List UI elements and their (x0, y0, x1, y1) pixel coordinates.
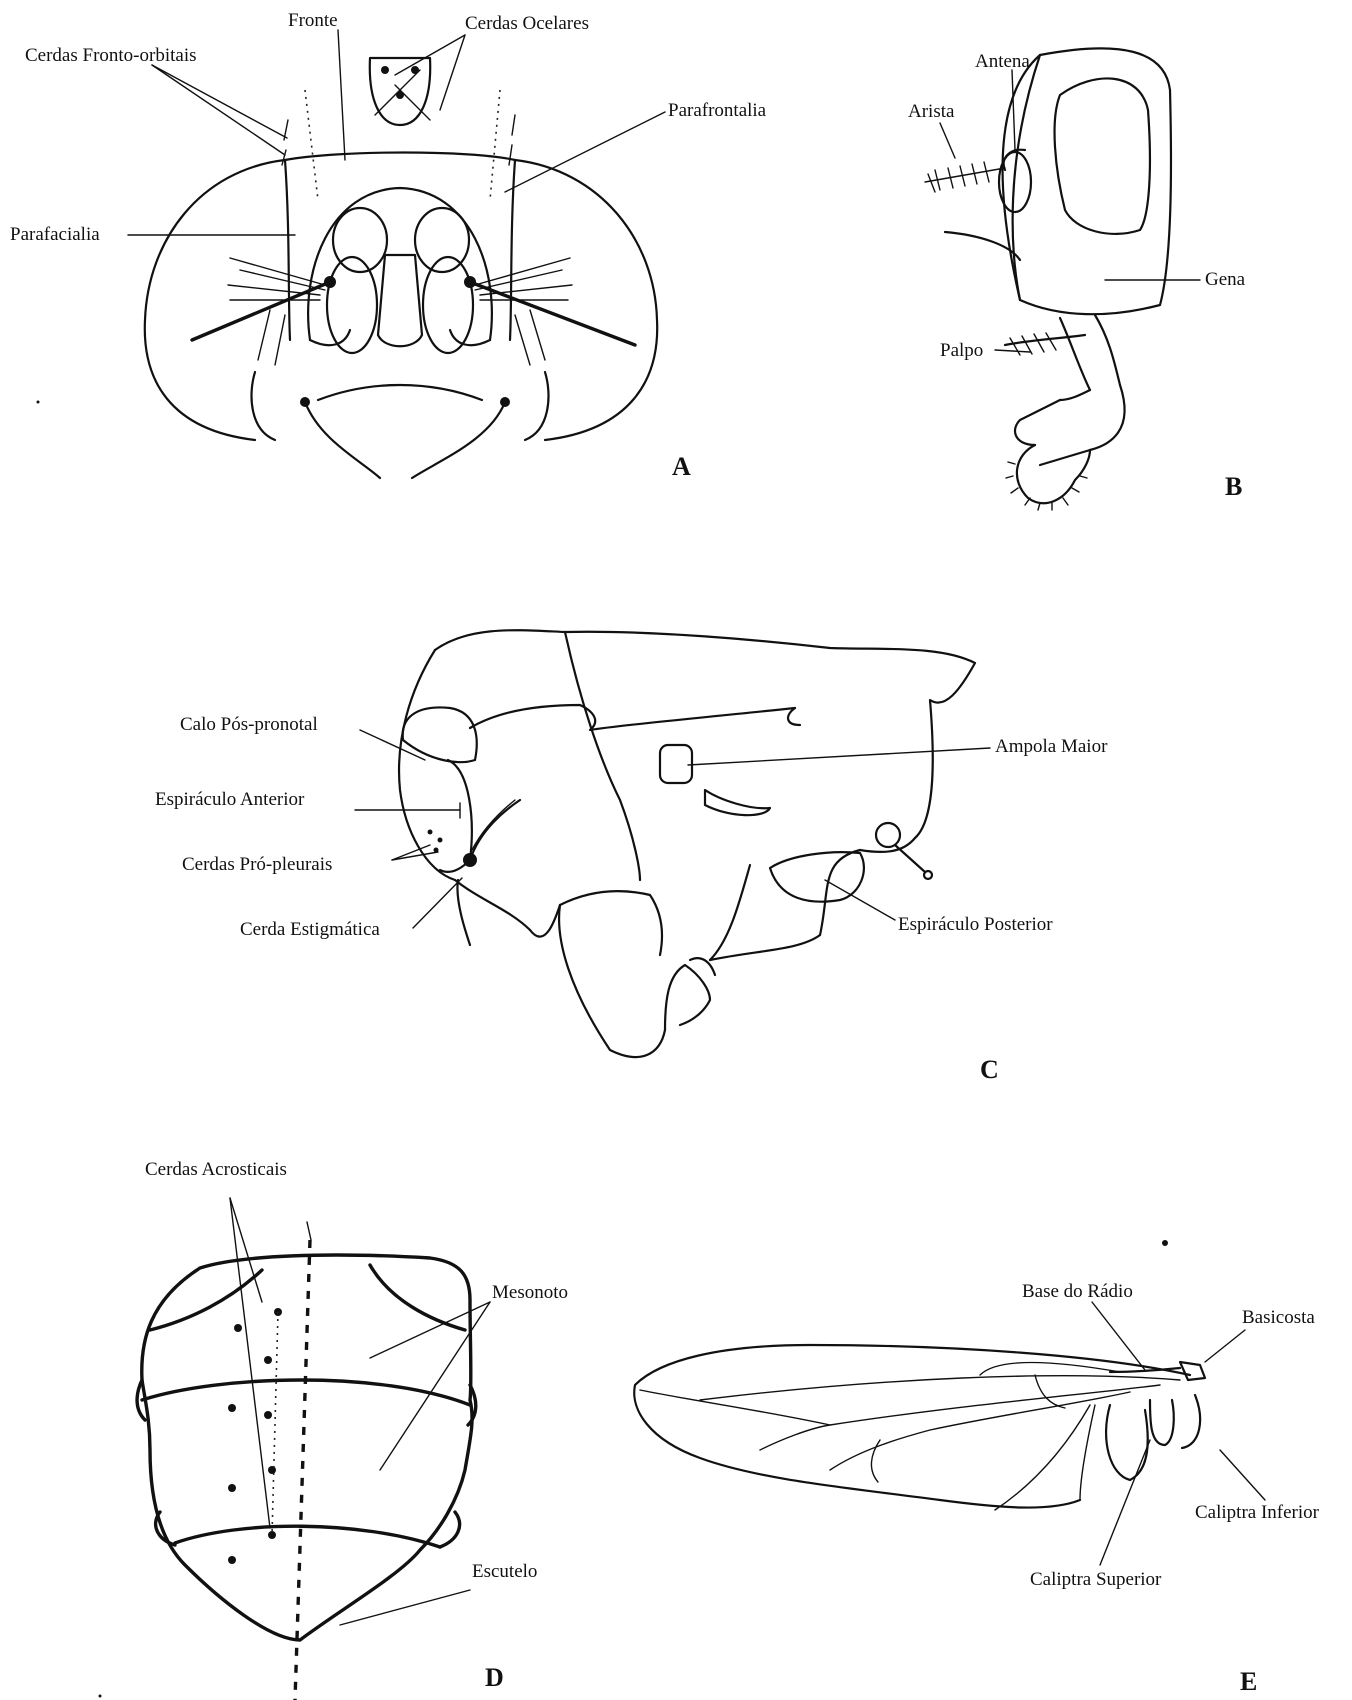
panel-letter-d: D (485, 1663, 504, 1692)
label-calo-pos-pronotal: Calo Pós-pronotal (180, 714, 318, 735)
panel-d-thorax-dorsal: Cerdas Acrosticais Mesonoto Escutelo D (137, 1159, 568, 1700)
label-parafrontalia: Parafrontalia (668, 100, 767, 121)
label-palpo: Palpo (940, 340, 983, 361)
label-gena: Gena (1205, 269, 1246, 290)
label-cerdas-pro-pleurais: Cerdas Pró-pleurais (182, 854, 332, 875)
label-cerda-estigmatica: Cerda Estigmática (240, 919, 380, 940)
label-antena: Antena (975, 51, 1030, 72)
panel-letter-c: C (980, 1055, 999, 1084)
label-cerdas-ocelares: Cerdas Ocelares (465, 13, 589, 34)
panel-letter-b: B (1225, 472, 1242, 501)
panel-b-head-lateral: Antena Arista Gena Palpo B (908, 48, 1246, 510)
speck (99, 1695, 102, 1698)
label-espiraculo-anterior: Espiráculo Anterior (155, 789, 305, 810)
label-base-do-radio: Base do Rádio (1022, 1281, 1133, 1302)
panel-e-wing: Base do Rádio Basicosta Caliptra Inferio… (634, 1240, 1319, 1696)
label-ampola-maior: Ampola Maior (995, 736, 1108, 757)
label-basicosta: Basicosta (1242, 1307, 1315, 1328)
panel-a-head-frontal: Fronte Cerdas Ocelares Cerdas Fronto-orb… (10, 10, 767, 481)
panel-c-thorax-lateral: Calo Pós-pronotal Espiráculo Anterior Ce… (155, 630, 1108, 1084)
panel-letter-a: A (672, 452, 691, 481)
label-caliptra-superior: Caliptra Superior (1030, 1569, 1162, 1590)
label-cerdas-acrosticais: Cerdas Acrosticais (145, 1159, 287, 1180)
panel-letter-e: E (1240, 1667, 1257, 1696)
label-caliptra-inferior: Caliptra Inferior (1195, 1502, 1320, 1523)
label-mesonoto: Mesonoto (492, 1282, 568, 1303)
label-espiraculo-posterior: Espiráculo Posterior (898, 914, 1053, 935)
label-escutelo: Escutelo (472, 1561, 537, 1582)
speck (37, 401, 40, 404)
label-cerdas-fronto-orbitais: Cerdas Fronto-orbitais (25, 45, 197, 66)
label-arista: Arista (908, 101, 955, 122)
label-parafacialia: Parafacialia (10, 224, 100, 245)
label-fronte: Fronte (288, 10, 338, 31)
